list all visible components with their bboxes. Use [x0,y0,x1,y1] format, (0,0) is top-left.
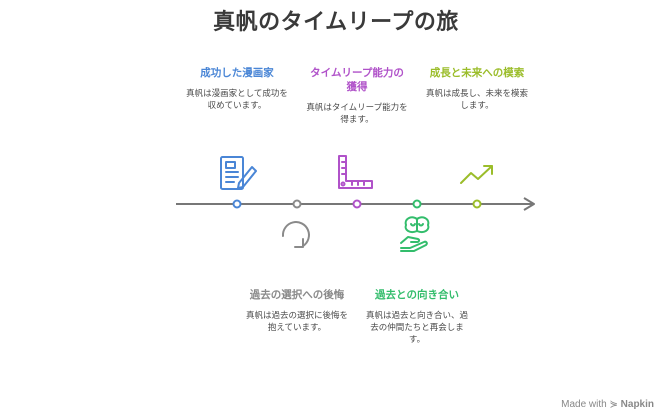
brain-hand-icon [400,216,430,252]
ruler-icon [338,155,373,189]
event-card-facing-past: 過去との向き合い 真帆は過去と向き合い、過去の仲間たちと再会します。 [365,288,469,346]
brand-name: Napkin [620,399,654,410]
event-card-regret: 過去の選択への後悔 真帆は過去の選択に後悔を抱えています。 [245,288,349,334]
timeline-marker [472,199,482,209]
event-card-success: 成功した漫画家 真帆は漫画家として成功を収めています。 [185,66,289,112]
trend-up-icon [460,165,493,184]
event-text: 真帆は成長し、未来を模索します。 [425,89,528,111]
diagram-title: 真帆のタイムリープの旅 [213,10,459,35]
made-with-text: Made with [561,399,607,410]
event-text: 真帆は過去と向き合い、過去の仲間たちと再会します。 [365,311,468,345]
timeline-marker [412,199,422,209]
event-text: 真帆は過去の選択に後悔を抱えています。 [245,311,348,333]
timeline-marker [232,199,242,209]
event-title: 過去との向き合い [375,289,459,301]
made-with-napkin-credit: Made with ⋟ Napkin [561,399,654,410]
event-title: 成長と未来への模索 [429,67,525,79]
timeline-arrowhead [523,197,535,211]
timeline-marker [292,199,302,209]
event-card-timeleap: タイムリープ能力の獲得 真帆はタイムリープ能力を得ます。 [305,66,409,126]
event-text: 真帆は漫画家として成功を収めています。 [186,89,288,111]
event-title: 過去の選択への後悔 [249,289,345,301]
timeline-marker [352,199,362,209]
rewind-arrow-icon [281,221,310,248]
napkin-logo-icon: ⋟ [609,399,618,410]
document-pen-icon [220,156,257,190]
event-card-growth: 成長と未来への模索 真帆は成長し、未来を模索します。 [425,66,529,112]
event-text: 真帆はタイムリープ能力を得ます。 [306,103,408,125]
event-title: タイムリープ能力の獲得 [310,67,404,93]
event-title: 成功した漫画家 [200,67,274,79]
